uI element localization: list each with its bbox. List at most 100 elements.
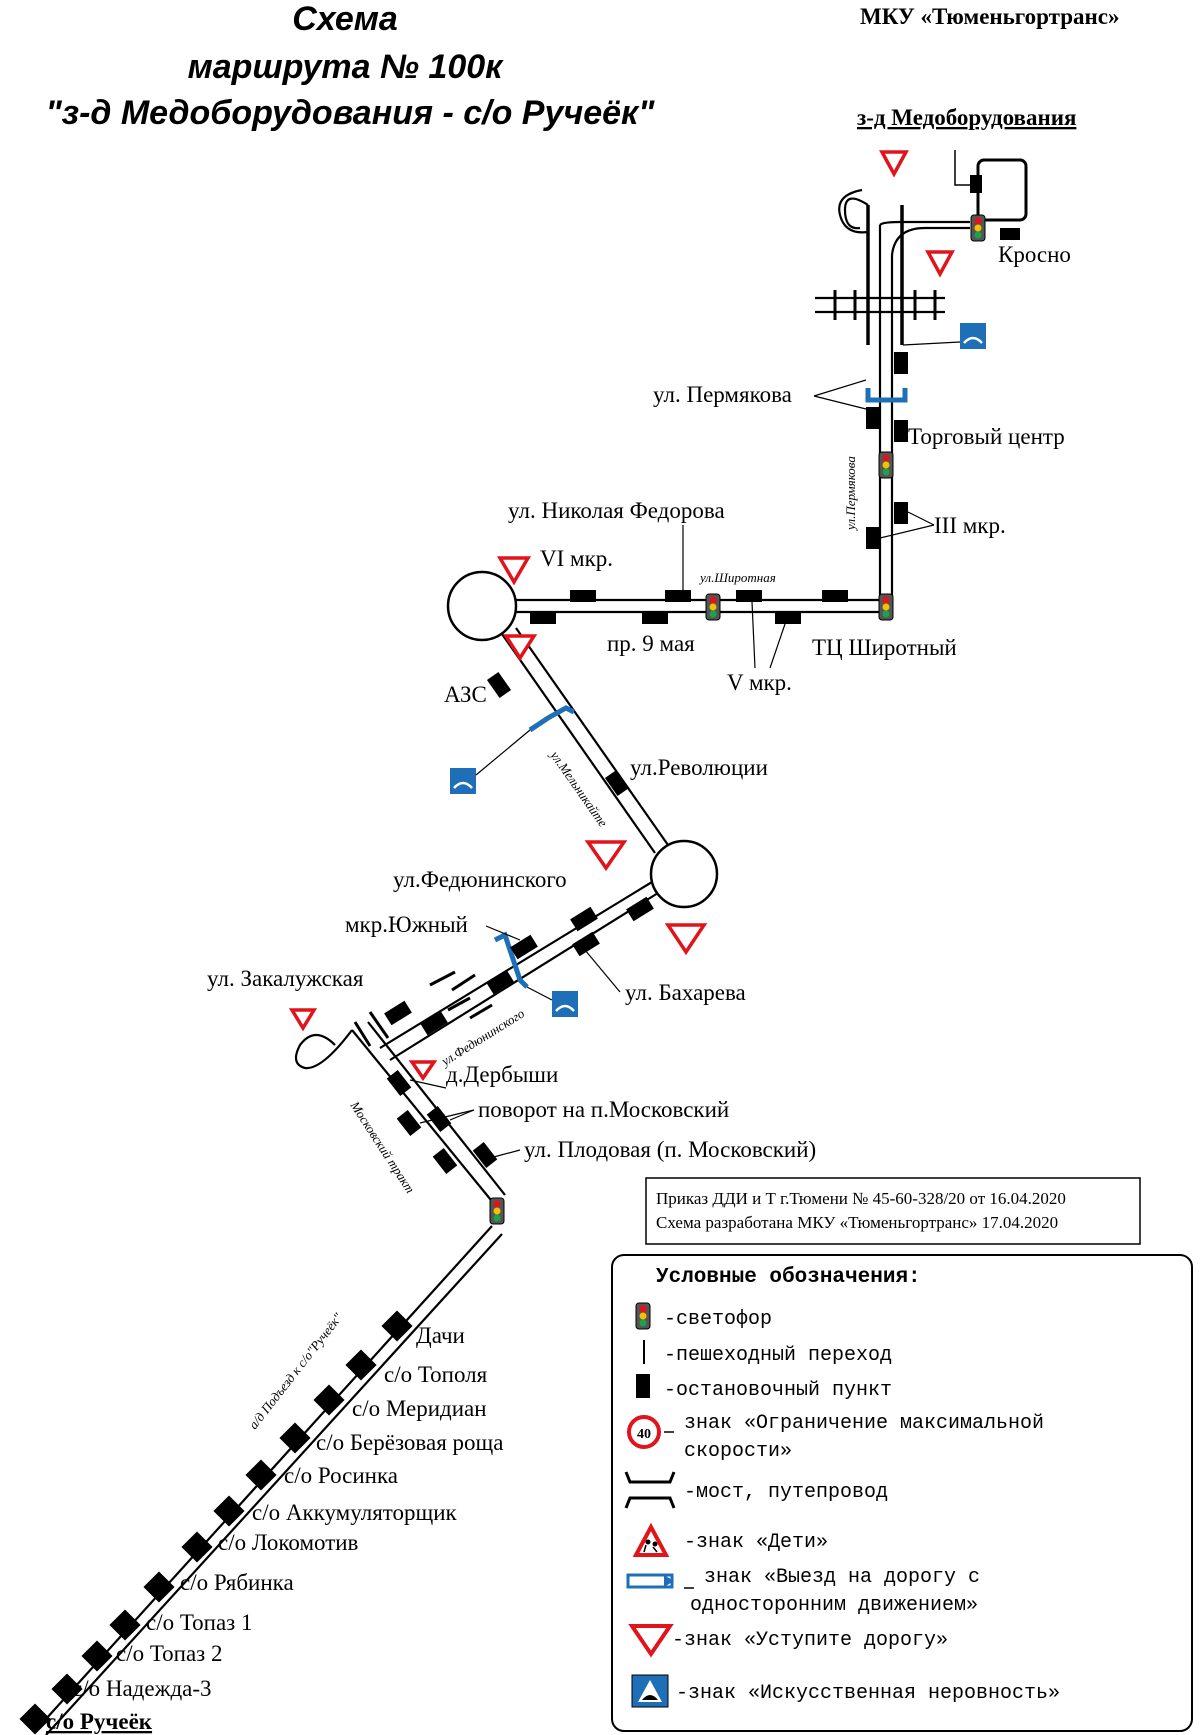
road-podezd-right	[45, 1233, 503, 1735]
traffic-light-icon	[635, 1302, 651, 1330]
roundabout-2	[649, 839, 719, 909]
pointer-line	[485, 925, 521, 941]
stop-marker	[432, 1148, 458, 1174]
yield-sign-icon	[879, 150, 909, 178]
stop-label-dachi: Дачи	[416, 1323, 465, 1348]
stop-icon	[636, 1374, 650, 1398]
stop-marker	[665, 590, 691, 602]
speed-bump-sign-icon	[631, 1674, 669, 1708]
legend-stop: -остановочный пункт	[664, 1379, 892, 1402]
stop-label-ryabinka: с/о Рябинка	[180, 1570, 294, 1595]
legend-title: Условные обозначения:	[656, 1266, 921, 1289]
stop-label-azs: АЗС	[444, 682, 487, 707]
yield-sign-icon	[584, 840, 628, 872]
stop-marker	[381, 1310, 413, 1342]
street-label-shirotnaya: ул.Широтная	[698, 570, 776, 585]
stop-marker	[894, 502, 908, 524]
pointer-line	[409, 1079, 447, 1089]
stop-label-zakaluzhskaya: ул. Закалужская	[207, 966, 364, 991]
stop-label-berezovaya: с/о Берёзовая роща	[316, 1430, 503, 1455]
stop-marker	[970, 175, 982, 193]
stop-marker	[572, 931, 600, 957]
speed-bump-marking	[865, 388, 908, 403]
stop-marker	[384, 1000, 412, 1026]
stop-label-tc-shirotny: ТЦ Широтный	[812, 635, 957, 660]
children-sign-icon	[632, 1522, 670, 1557]
legend-speed-bump: -знак «Искусственная неровность»	[676, 1682, 1060, 1705]
stop-label-derbyshi: д.Дербыши	[446, 1062, 558, 1087]
road-fedyuninskogo-bottom	[389, 892, 659, 1061]
road-krosno-curve	[890, 226, 970, 256]
stop-label-krosno: Кросно	[998, 242, 1071, 267]
pointer-line	[489, 1149, 521, 1159]
plant-pointer	[954, 150, 978, 186]
stop-label-permyakova: ул. Пермякова	[653, 382, 792, 407]
bridge-rails	[866, 205, 904, 345]
legend-crosswalk: -пешеходный переход	[664, 1344, 892, 1367]
speed-bump-sign-icon	[960, 323, 986, 349]
pointer-line	[751, 601, 786, 669]
stop-marker	[570, 906, 598, 932]
stop-label-revolyutsii: ул.Революции	[630, 755, 768, 780]
legend-children: -знак «Дети»	[684, 1531, 828, 1554]
one-way-exit-sign-icon	[626, 1573, 674, 1589]
stop-marker	[313, 1384, 345, 1416]
stop-label-pr9maya: пр. 9 мая	[607, 631, 695, 656]
stop-marker	[894, 352, 908, 374]
stop-marker	[279, 1422, 311, 1454]
order-box	[645, 1177, 1141, 1245]
pointer-line	[526, 986, 553, 1001]
speed-bump-marking	[528, 705, 576, 733]
street-label-permyakova: ул.Пермякова	[843, 456, 858, 532]
bridge-fedyuninskogo-2	[447, 996, 493, 1020]
pointer-line	[584, 949, 621, 993]
stop-marker	[420, 1010, 448, 1036]
terminal-end: с/о Ручеёк	[46, 1709, 153, 1734]
stop-label-plodovaya: ул. Плодовая (п. Московский)	[524, 1137, 816, 1162]
speed-limit-value: 40	[637, 1427, 651, 1442]
yield-sign-icon	[925, 250, 955, 278]
terminal-start: з-д Медоборудования	[857, 105, 1076, 130]
stop-label-bakhareva: ул. Бахарева	[625, 980, 746, 1005]
stop-label-lokomotiv: с/о Локомотив	[218, 1530, 359, 1555]
pointer-line	[475, 729, 531, 776]
title-line1: Схема	[292, 0, 398, 38]
stop-marker	[822, 590, 848, 602]
speed-bump-sign-icon	[552, 991, 578, 1017]
stop-label-topaz1: с/о Топаз 1	[146, 1610, 253, 1635]
stop-marker	[396, 1110, 422, 1136]
yield-sign-icon	[496, 556, 532, 586]
stop-label-fedyuninskogo: ул.Федюнинского	[393, 867, 567, 892]
stop-marker	[626, 896, 654, 922]
stop-marker	[486, 969, 514, 995]
speed-bump-marking	[493, 931, 529, 989]
legend-speed-limit-line2: скорости»	[684, 1440, 792, 1463]
traffic-light-icon	[705, 593, 721, 621]
stop-label-akkumulyatorshchik: с/о Аккумуляторщик	[252, 1500, 458, 1525]
legend-traffic-light: -светофор	[664, 1308, 772, 1331]
traffic-light-icon	[878, 593, 894, 621]
stop-label-yuzhny: мкр.Южный	[345, 912, 468, 937]
stop-marker	[472, 1142, 498, 1168]
stop-marker	[510, 934, 538, 960]
stop-label-topolya: с/о Тополя	[384, 1362, 488, 1387]
legend-one-way-line2: односторонним движением»	[690, 1594, 978, 1617]
legend-speed-limit-line1: знак «Ограничение максимальной	[684, 1412, 1044, 1435]
road-plant-loop	[843, 197, 869, 230]
organization: МКУ «Тюменьгортранс»	[860, 4, 1120, 29]
pointer-line	[879, 511, 935, 539]
stop-marker	[345, 1349, 377, 1381]
stop-marker	[642, 612, 668, 624]
bridge-moskovsky	[353, 1011, 390, 1047]
traffic-light-icon	[970, 214, 986, 242]
plant-building-icon	[976, 158, 1028, 222]
road-loop-zakaluzhskaya	[294, 1029, 353, 1070]
stop-marker	[486, 671, 512, 699]
order-line2: Схема разработана МКУ «Тюменьгортранс» 1…	[656, 1213, 1058, 1232]
road-melnikayte-right	[515, 627, 669, 846]
traffic-light-icon	[489, 1197, 505, 1225]
stop-label-nadezhda3: с/о Надежда-3	[72, 1676, 212, 1701]
stop-label-topaz2: с/о Топаз 2	[116, 1641, 223, 1666]
stop-marker	[604, 769, 630, 797]
